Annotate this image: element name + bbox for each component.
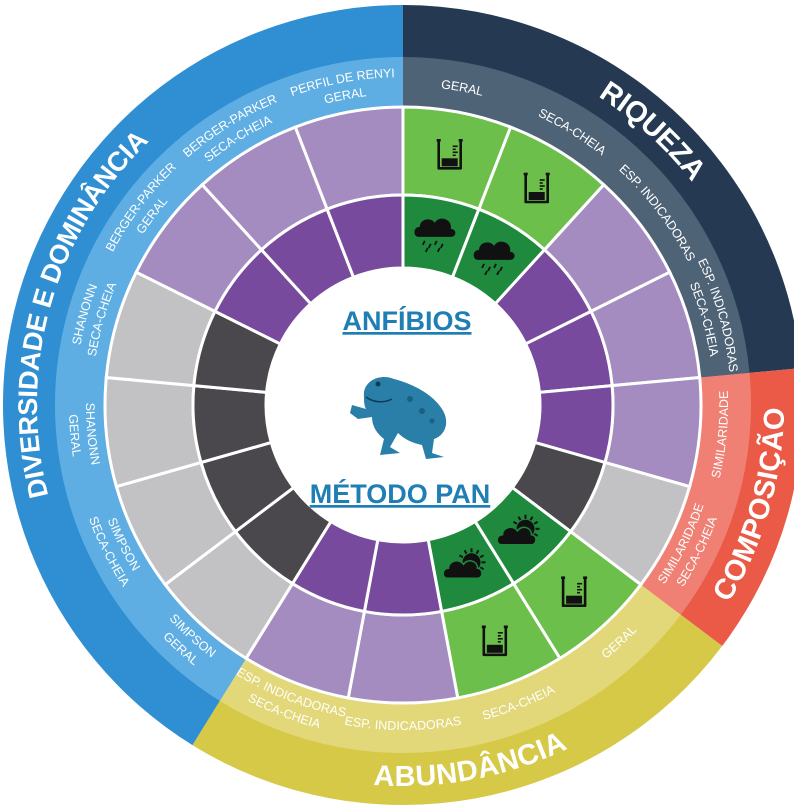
beaker-icon xyxy=(436,139,463,170)
segment-label-esp-indicadoras: ESP. INDICADORAS xyxy=(344,714,463,733)
outer-segment-9 xyxy=(346,609,460,705)
frog-icon xyxy=(350,377,447,459)
beaker-icon xyxy=(561,576,588,608)
sub-band-riqueza xyxy=(403,57,750,378)
beaker-icon xyxy=(481,625,508,657)
sun-cloud-icon xyxy=(442,548,486,580)
beaker-icon xyxy=(523,172,550,204)
sub-band-abundancia xyxy=(219,584,681,754)
center-title: ANFÍBIOS xyxy=(342,305,471,336)
sun-cloud-icon xyxy=(496,514,540,546)
center-subtitle: MÉTODO PAN xyxy=(310,478,491,509)
segment-label-shanonn-geral: GERAL xyxy=(66,414,84,458)
outer-segment-ring xyxy=(103,105,703,705)
rain-cloud-icon xyxy=(473,241,515,276)
sub-band-composicao xyxy=(640,372,752,615)
rain-cloud-icon xyxy=(414,218,456,253)
sub-band-diversidade xyxy=(54,57,403,701)
center-disc: ANFÍBIOS MÉTODO PAN xyxy=(266,268,540,542)
subcategory-ring xyxy=(54,57,752,754)
segment-icons xyxy=(414,139,588,657)
